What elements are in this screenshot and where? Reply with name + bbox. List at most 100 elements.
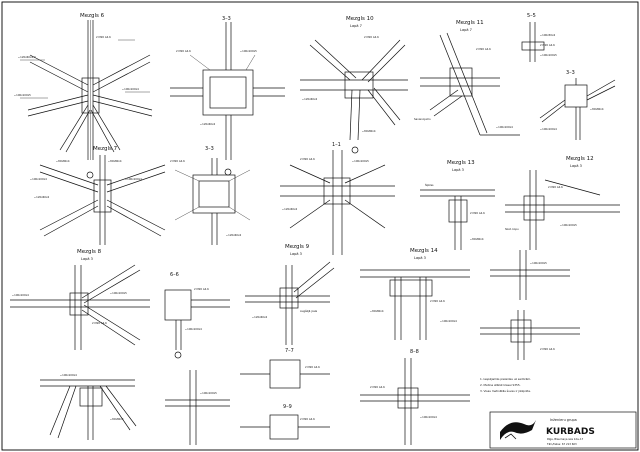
node-12-drawing: Mezgls 12 Lapā 3 2 M20 A4.6 ⌐100x100x5Ska… <box>505 156 620 250</box>
node-10-title: Mezgls 10 <box>346 16 374 22</box>
node-13-drawing: Mezgls 13 Lapā 3 2 M20 A4.6 ⌐80x80x4 Šķērs… <box>420 160 495 250</box>
section-3-3-right-title: 3–3 <box>566 70 575 76</box>
node-10-sub: Lapā 7 <box>350 24 362 28</box>
title-block: Inženieru grupa KURBADS Rīga, Blaumaņa i… <box>489 411 637 449</box>
company-address: Rīga, Blaumaņa iela 12a–17 <box>547 437 584 441</box>
svg-text:⌐100x100x4: ⌐100x100x4 <box>440 319 457 323</box>
company-contact: Tālr./fakss: 67 213 603 <box>547 442 577 446</box>
section-3-3-top-drawing: 3–3 2 M20 A4.6 ⌐100x100x5 ⌐120x60x4 <box>170 16 285 176</box>
svg-text:⌐80x80x4: ⌐80x80x4 <box>470 237 484 241</box>
note-1: 1. Iespējamās pielaides uz sadūrēm. <box>480 377 531 381</box>
section-9-9-title: 9–9 <box>283 404 292 410</box>
svg-text:⌐100x100x5: ⌐100x100x5 <box>352 159 369 163</box>
svg-text:⌐80x80x4: ⌐80x80x4 <box>590 107 604 111</box>
svg-text:⌐100x100x4: ⌐100x100x4 <box>60 373 77 377</box>
node-12-sub: Lapā 3 <box>570 164 582 168</box>
svg-text:2 M20 A4.6: 2 M20 A4.6 <box>300 157 315 161</box>
svg-text:⌐120x60x4: ⌐120x60x4 <box>34 195 49 199</box>
section-7-7-drawing: 7–7 2 M20 A4.6 <box>240 348 330 389</box>
section-6-6-drawing: 6–6 2 M20 A4.6 ⌐100x100x4 <box>164 272 230 359</box>
node-11-title: Mezgls 11 <box>456 20 484 26</box>
svg-text:Skat. kopu: Skat. kopu <box>505 227 519 231</box>
node-12-title: Mezgls 12 <box>566 156 594 162</box>
section-1-1-drawing: 1–1 2 M20 A4.6 ⌐100x100x5 ⌐120x60x4 <box>280 142 395 255</box>
node-8-sub: Lapā 3 <box>81 257 93 261</box>
node-14-sub: Lapā 3 <box>414 256 426 260</box>
svg-text:⌐120x60x4: ⌐120x60x4 <box>200 122 215 126</box>
svg-text:Augšējā josla: Augšējā josla <box>300 309 318 313</box>
svg-text:⌐100x100x4: ⌐100x100x4 <box>420 415 437 419</box>
section-3-3-mid-drawing: 3–3 2 M20 A4.6⌐120x60x4 <box>170 146 251 245</box>
node-8-title: Mezgls 8 <box>77 249 102 255</box>
svg-text:⌐100x100x4: ⌐100x100x4 <box>122 87 139 91</box>
node-6-title: Mezgls 6 <box>80 13 105 19</box>
svg-text:2 M20 A4.6: 2 M20 A4.6 <box>476 47 491 51</box>
svg-text:Šķērss: Šķērss <box>425 182 434 187</box>
company-label-small: Inženieru grupa <box>550 418 577 422</box>
node-11-sub: Lapā 7 <box>460 28 472 32</box>
section-8-8-drawing: 8–8 2 M20 A4.6 ⌐100x100x4 <box>360 349 470 445</box>
svg-text:⌐80x80x4: ⌐80x80x4 <box>110 417 124 421</box>
node-9-sub: Lapā 3 <box>290 252 302 256</box>
svg-text:⌐100x100x5: ⌐100x100x5 <box>530 261 547 265</box>
svg-text:⌐120x60x4: ⌐120x60x4 <box>302 97 317 101</box>
svg-text:Savienojums: Savienojums <box>414 117 431 121</box>
section-detail-right-drawing: ⌐100x100x5 2 M20 A4.6 <box>480 250 580 360</box>
svg-text:2 M20 A4.6: 2 M20 A4.6 <box>92 321 107 325</box>
svg-text:⌐80x80x4: ⌐80x80x4 <box>370 309 384 313</box>
section-7-7-title: 7–7 <box>285 348 294 354</box>
title-block-frame <box>489 411 637 449</box>
svg-text:⌐120x60x4: ⌐120x60x4 <box>282 207 297 211</box>
svg-text:⌐100x100x4: ⌐100x100x4 <box>496 125 513 129</box>
svg-text:⌐100x100x4: ⌐100x100x4 <box>185 327 202 331</box>
node-14-drawing: Mezgls 14 Lapā 3 2 M20 A4.6⌐80x80x4⌐100x… <box>360 248 470 340</box>
svg-text:⌐120x60x4: ⌐120x60x4 <box>252 315 267 319</box>
svg-text:⌐100x100x4: ⌐100x100x4 <box>12 293 29 297</box>
svg-text:2 M20 A4.6: 2 M20 A4.6 <box>176 49 191 53</box>
node-9-title: Mezgls 9 <box>285 244 310 250</box>
svg-text:⌐100x100x4: ⌐100x100x4 <box>540 127 557 131</box>
node-10-drawing: Mezgls 10 Lapā 7 2 M20 A4.6⌐120x60x4⌐80x… <box>300 16 408 154</box>
node-14-title: Mezgls 14 <box>410 248 438 254</box>
node-13-sub: Lapā 3 <box>452 168 464 172</box>
svg-text:⌐80x80x4: ⌐80x80x4 <box>108 159 122 163</box>
node-13-title: Mezgls 13 <box>447 160 475 166</box>
svg-text:2 M20 A4.6: 2 M20 A4.6 <box>370 385 385 389</box>
svg-text:⌐80x80x4: ⌐80x80x4 <box>362 129 376 133</box>
svg-text:⌐100x100x4: ⌐100x100x4 <box>125 177 142 181</box>
section-1-1-title: 1–1 <box>332 142 341 148</box>
svg-text:2 M20 A4.6: 2 M20 A4.6 <box>96 35 111 39</box>
svg-text:2 M20 A4.6: 2 M20 A4.6 <box>470 211 485 215</box>
svg-text:⌐100x100x5: ⌐100x100x5 <box>560 223 577 227</box>
svg-text:⌐120x60x4,0: ⌐120x60x4,0 <box>18 55 36 59</box>
svg-text:2 M20 A4.6: 2 M20 A4.6 <box>305 365 320 369</box>
section-3-3-mid-title: 3–3 <box>205 146 214 152</box>
svg-text:⌐100x100x5: ⌐100x100x5 <box>540 53 557 57</box>
svg-text:⌐80x80x4: ⌐80x80x4 <box>56 159 70 163</box>
company-name: KURBADS <box>546 427 595 437</box>
svg-text:2 M20 A4.6: 2 M20 A4.6 <box>194 287 209 291</box>
node-7-drawing: Mezgls 7 ⌐100x100x4⌐100x100x4⌐120x60x4 <box>30 146 166 245</box>
svg-text:2 M20 A4.6: 2 M20 A4.6 <box>540 347 555 351</box>
note-3: 3. Visas metinātās šuves ir jāizpilda. <box>480 389 531 393</box>
bottom-left-radial-drawing: ⌐100x100x4 ⌐80x80x4 <box>40 373 137 440</box>
section-6-6-title: 6–6 <box>170 272 179 278</box>
svg-text:2 M20 A4.6: 2 M20 A4.6 <box>170 159 185 163</box>
svg-text:2 M20 A4.6: 2 M20 A4.6 <box>548 185 563 189</box>
svg-text:⌐100x100x4: ⌐100x100x4 <box>30 177 47 181</box>
svg-text:⌐100x100x5: ⌐100x100x5 <box>200 391 217 395</box>
section-5-5-title: 5–5 <box>527 13 536 19</box>
svg-text:⌐100x100x5: ⌐100x100x5 <box>14 93 31 97</box>
kurbads-logo <box>500 420 536 440</box>
section-3-3-top-title: 3–3 <box>222 16 231 22</box>
section-8-8-title: 8–8 <box>410 349 419 355</box>
svg-text:⌐100x100x5: ⌐100x100x5 <box>240 49 257 53</box>
note-2: 2. Metina atbilst klasei S355. <box>480 383 521 387</box>
node-6-drawing: Mezgls 6 ⌐120x60x4,0 2 M20 A4.6 ⌐100x100x… <box>14 13 153 179</box>
